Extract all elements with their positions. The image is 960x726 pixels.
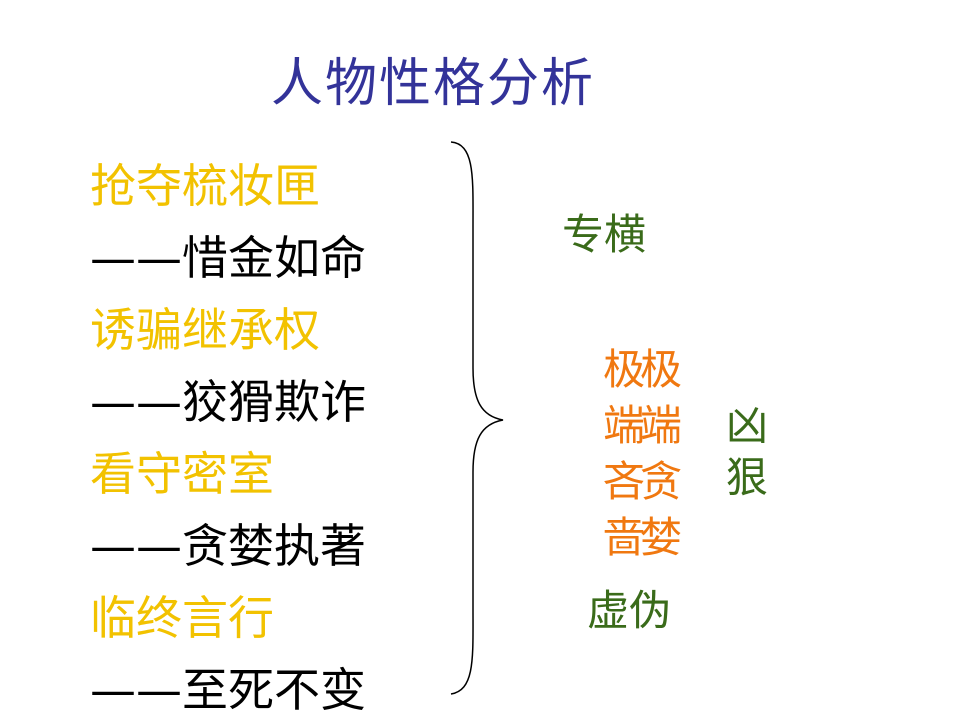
- slide-title: 人物性格分析: [270, 54, 595, 114]
- event-item: 临终言行: [90, 591, 274, 645]
- event-list: 抢夺梳妆匣 ——惜金如命 诱骗继承权 ——狡猾欺诈 看守密室 ——贪婪执著 临终…: [90, 150, 430, 726]
- orange-char: 婪: [640, 513, 683, 562]
- event-item: 诱骗继承权: [90, 303, 320, 357]
- trait-item: ——狡猾欺诈: [90, 375, 366, 429]
- event-item: 看守密室: [90, 447, 274, 501]
- orange-col-a: 极 端 吝 啬: [603, 342, 645, 566]
- orange-char: 吝: [603, 457, 646, 506]
- orange-char: 极: [603, 345, 646, 394]
- label-tyranny: 专横: [562, 210, 647, 259]
- orange-char: 啬: [603, 513, 646, 562]
- trait-item: ——贪婪执著: [90, 519, 366, 573]
- orange-char: 端: [640, 401, 683, 450]
- orange-char: 贪: [640, 457, 683, 506]
- green-char: 凶: [726, 401, 769, 450]
- event-item: 抢夺梳妆匣: [90, 159, 320, 213]
- orange-col-b: 极 端 贪 婪: [640, 342, 682, 566]
- orange-char: 端: [603, 401, 646, 450]
- trait-item: ——惜金如命: [90, 231, 366, 285]
- green-char: 狠: [726, 453, 769, 502]
- right-brace: [450, 141, 504, 695]
- trait-item: ——至死不变: [90, 663, 366, 717]
- label-ferocious: 凶 狠: [726, 400, 768, 504]
- label-hypocrisy: 虚伪: [587, 586, 672, 635]
- orange-char: 极: [640, 345, 683, 394]
